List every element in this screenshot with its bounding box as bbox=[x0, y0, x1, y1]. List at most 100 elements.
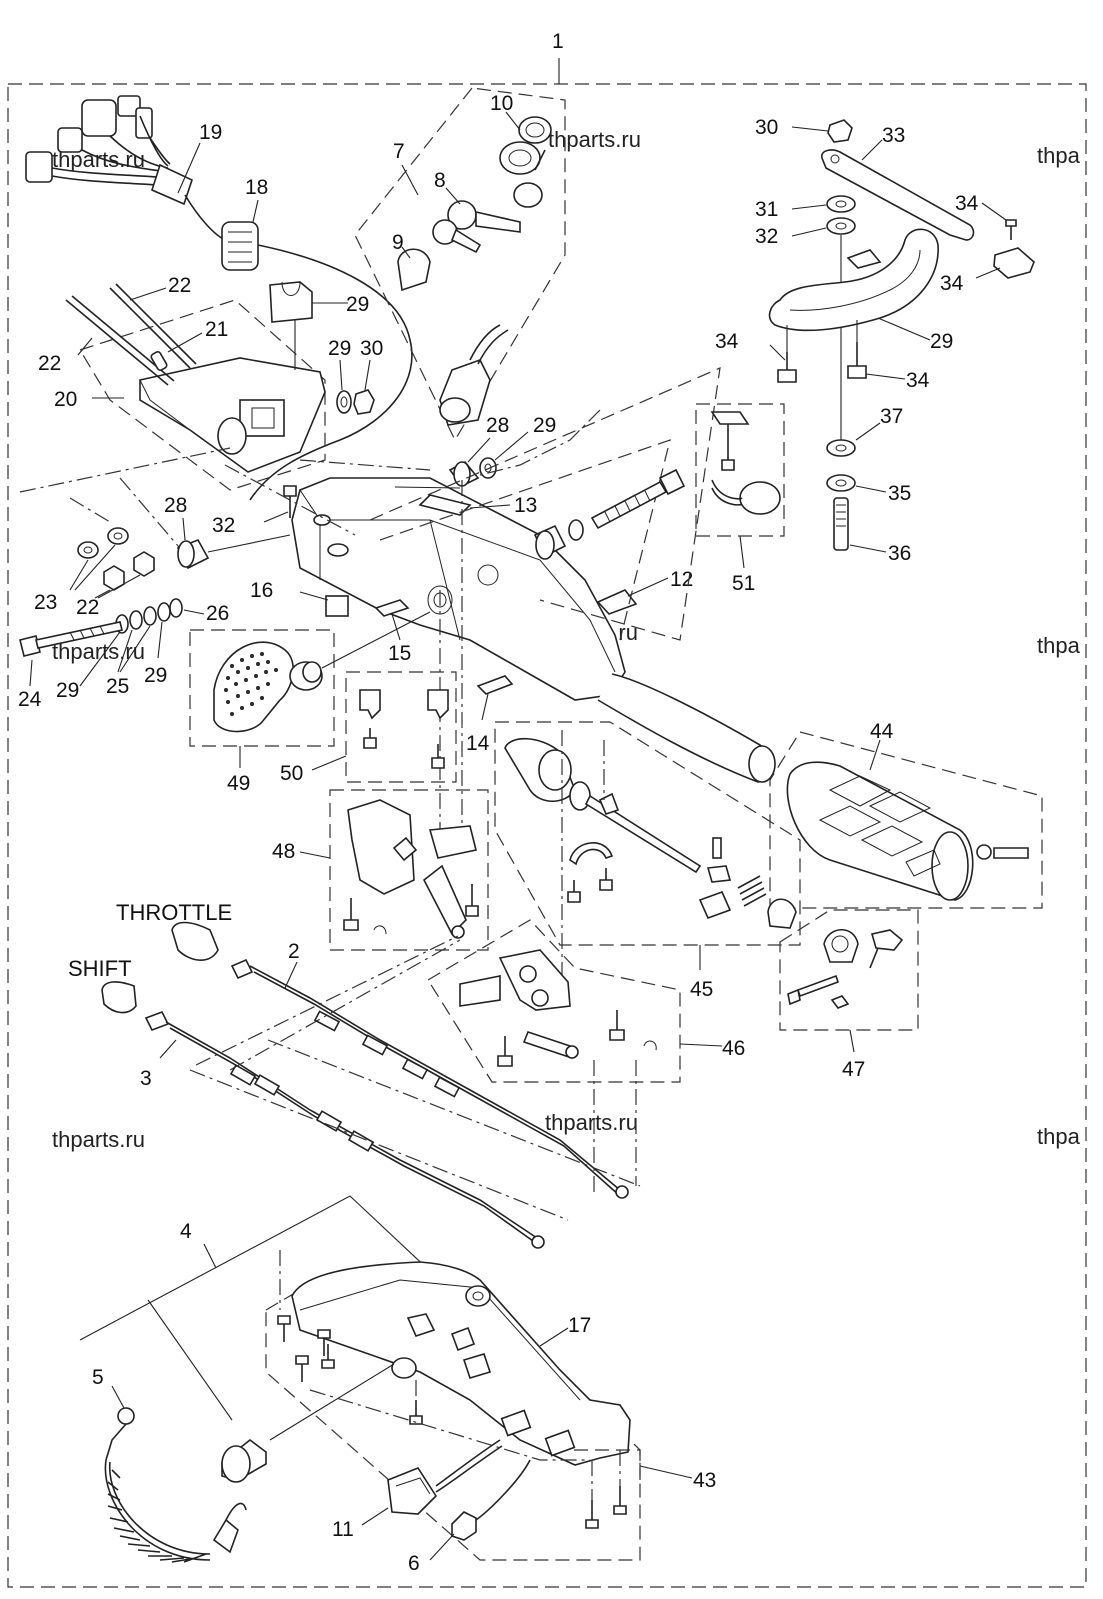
ignition-keys: 8 bbox=[432, 169, 521, 254]
group-20-outline bbox=[79, 299, 326, 491]
stop-button bbox=[221, 1363, 395, 1483]
callout-25: 24 bbox=[18, 688, 42, 711]
switch-cap: 9 bbox=[392, 231, 431, 292]
callout-3: 3 bbox=[140, 1067, 152, 1090]
throttle-shaft: 45 bbox=[504, 737, 797, 1001]
callout-28: 28 bbox=[164, 494, 187, 517]
friction-plate-group: 30 33 31 32 34 34 29 3 bbox=[715, 116, 1035, 565]
hardware-left: 23 22 28 26 24 29 25 29 bbox=[18, 447, 291, 711]
callout-9: 9 bbox=[392, 231, 404, 254]
callout-46: 46 bbox=[722, 1037, 745, 1060]
callout-48: 48 bbox=[272, 840, 295, 863]
throttle-cable: THROTTLE 2 bbox=[116, 900, 629, 1199]
tiller-handle-body: 28 29 13 12 14 15 16 bbox=[250, 414, 776, 783]
callout-7: 7 bbox=[393, 140, 405, 163]
callout-42: 36 bbox=[888, 542, 911, 565]
callout-29: 29 bbox=[144, 664, 167, 687]
group-47-outline bbox=[779, 909, 919, 1031]
group-49-outline bbox=[189, 629, 335, 747]
callout-1: 1 bbox=[552, 30, 564, 53]
callout-22: 22 bbox=[38, 352, 61, 375]
shift-link: 46 bbox=[459, 949, 745, 1067]
group-43-outline bbox=[574, 1449, 641, 1480]
key-switch-nut: 10 bbox=[490, 92, 552, 208]
callout-10: 10 bbox=[490, 92, 513, 115]
callout-2: 2 bbox=[288, 940, 300, 963]
callout-24: 23 bbox=[34, 591, 57, 614]
wire-harness: 19 bbox=[25, 95, 226, 241]
callout-23: 22 bbox=[76, 596, 99, 619]
lanyard-switch: 11 bbox=[332, 1439, 503, 1541]
callout-31: 29 bbox=[346, 293, 369, 316]
group-7-outline bbox=[354, 87, 566, 442]
lanyard: 5 bbox=[92, 1366, 247, 1563]
callout-29: 29 bbox=[56, 679, 79, 702]
callout-21: 21 bbox=[205, 318, 228, 341]
callout-22: 22 bbox=[168, 274, 191, 297]
watermark-fragment: thpa bbox=[1037, 1124, 1081, 1149]
callout-35: 30 bbox=[755, 116, 778, 139]
callout-38: 33 bbox=[882, 124, 905, 147]
callout-28: 28 bbox=[486, 414, 509, 437]
callout-34: 34 bbox=[715, 330, 739, 353]
group-50-outline bbox=[345, 671, 457, 783]
callout-5: 5 bbox=[92, 1366, 104, 1389]
callout-36: 31 bbox=[755, 198, 778, 221]
callout-33: 29 bbox=[930, 330, 953, 353]
watermark: thparts.ru bbox=[52, 1127, 145, 1152]
callout-30: 30 bbox=[360, 337, 383, 360]
watermark: thparts.ru bbox=[545, 1110, 638, 1135]
callout-39: 34 bbox=[940, 272, 964, 295]
callout-40: 34 bbox=[955, 192, 979, 215]
callout-4: 4 bbox=[180, 1220, 192, 1243]
handle-bracket: 29 22 22 21 20 29 30 32 bbox=[38, 274, 383, 537]
callout-19: 19 bbox=[199, 121, 222, 144]
callout-17: 17 bbox=[568, 1314, 591, 1337]
grommet: 18 bbox=[221, 176, 413, 501]
callout-51: 51 bbox=[732, 572, 755, 595]
callout-16: 16 bbox=[250, 579, 273, 602]
callout-15: 15 bbox=[388, 642, 411, 665]
callout-50: 50 bbox=[280, 762, 303, 785]
callout-14: 14 bbox=[466, 732, 490, 755]
connector: 6 bbox=[408, 1459, 531, 1575]
callout-26: 25 bbox=[106, 675, 129, 698]
throttle-label: THROTTLE bbox=[116, 900, 232, 925]
shift-label: SHIFT bbox=[68, 956, 132, 981]
throttle-link: 48 bbox=[272, 799, 479, 939]
throttle-grip: 44 bbox=[786, 720, 1029, 901]
watermark-fragment: thpa bbox=[1037, 143, 1081, 168]
lower-case: 17 bbox=[277, 1261, 631, 1529]
stop-switch: 49 bbox=[213, 611, 431, 795]
pivot-bolt bbox=[533, 468, 686, 560]
callout-6: 6 bbox=[408, 1552, 420, 1575]
callout-12: 12 bbox=[670, 568, 693, 591]
friction-adjuster: 47 bbox=[787, 929, 904, 1081]
callout-18: 18 bbox=[245, 176, 268, 199]
assembly-frame bbox=[7, 83, 1087, 1588]
callout-29: 29 bbox=[328, 337, 351, 360]
group-46-outline bbox=[427, 919, 681, 1083]
group-45-outline bbox=[494, 721, 801, 946]
callout-20: 20 bbox=[54, 388, 77, 411]
clip-pair: 50 bbox=[280, 689, 449, 785]
callout-47: 47 bbox=[842, 1058, 865, 1081]
callout-37: 32 bbox=[755, 225, 778, 248]
callout-41: 35 bbox=[888, 482, 911, 505]
callout-37: 37 bbox=[880, 405, 903, 428]
watermark-fragment: thpa bbox=[1037, 633, 1081, 658]
sensor-switch: 51 bbox=[710, 411, 781, 595]
callout-27: 26 bbox=[206, 602, 229, 625]
watermark: thparts.ru bbox=[548, 127, 641, 152]
callout-8: 8 bbox=[434, 169, 446, 192]
group-48-outline bbox=[329, 789, 489, 951]
callout-44: 44 bbox=[870, 720, 894, 743]
callout-29: 29 bbox=[533, 414, 556, 437]
callout-11: 11 bbox=[332, 1518, 354, 1541]
callout-34: 34 bbox=[906, 369, 930, 392]
callout-49: 49 bbox=[227, 772, 250, 795]
callout-13: 13 bbox=[514, 494, 537, 517]
callout-45: 45 bbox=[690, 978, 713, 1001]
callout-32: 32 bbox=[212, 514, 235, 537]
